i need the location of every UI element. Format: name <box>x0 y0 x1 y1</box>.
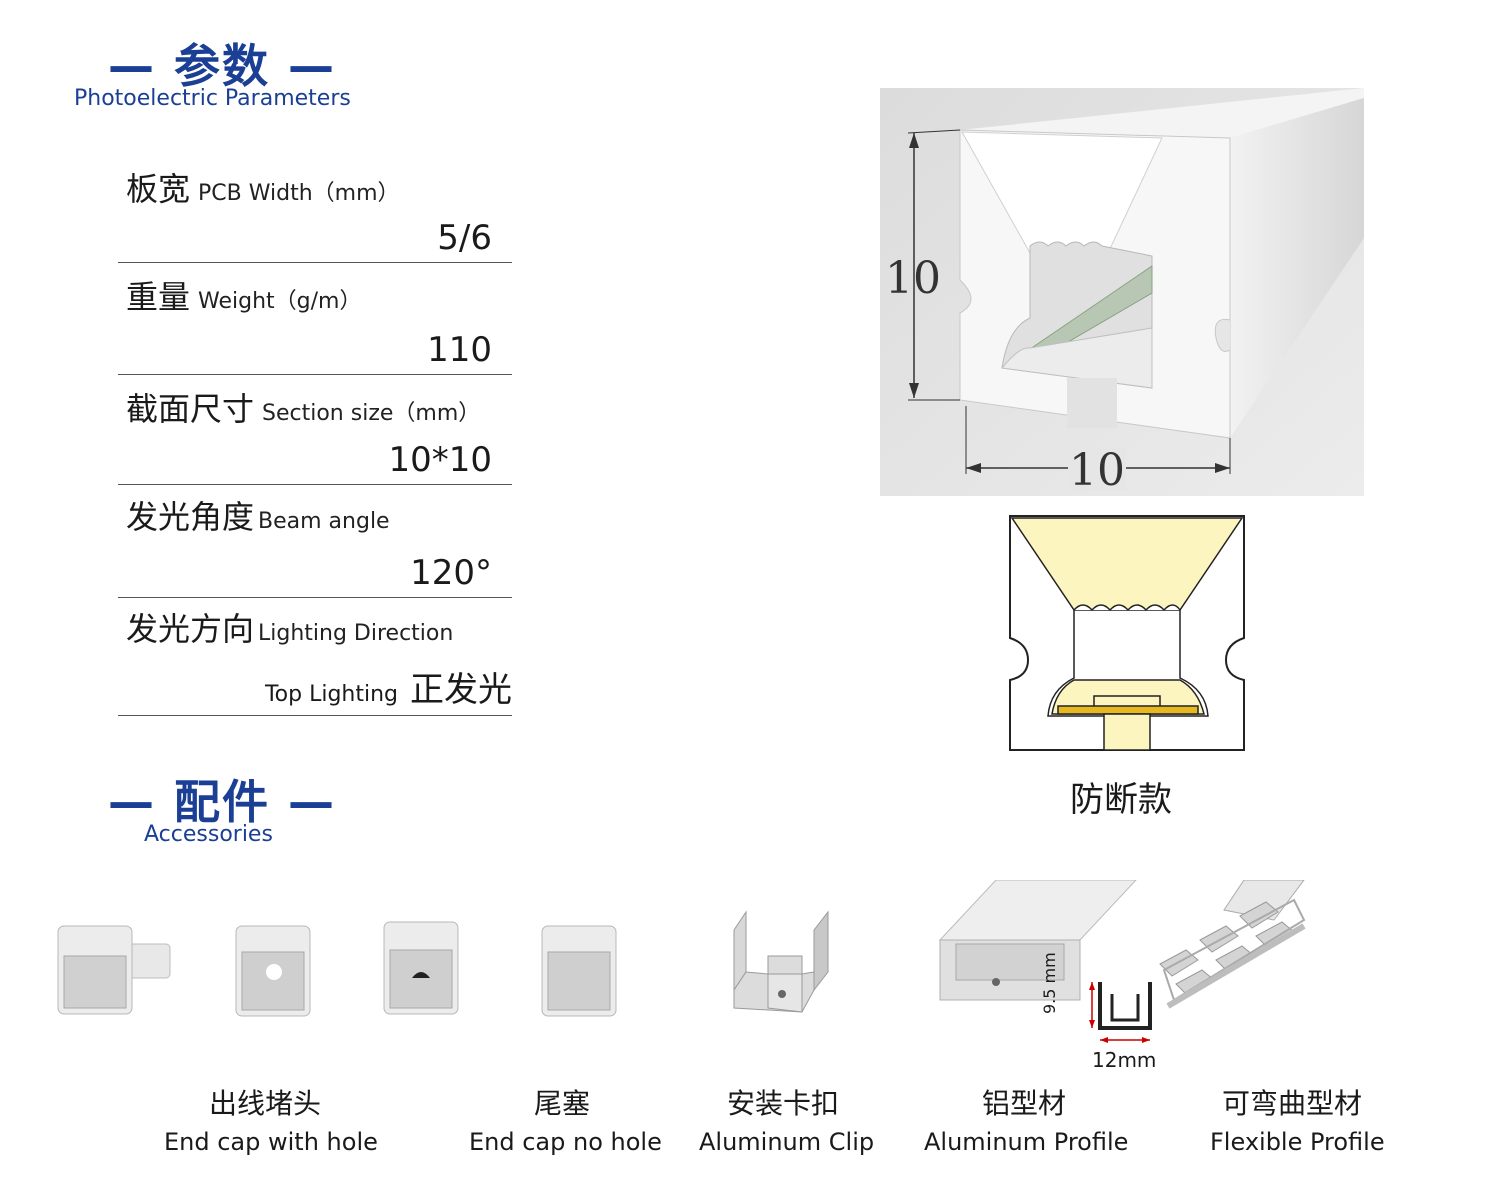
params-title: — 参数 — <box>108 39 337 93</box>
param-label-en: Weight（g/m） <box>198 289 362 314</box>
param-label-cn: 重量 <box>126 278 191 316</box>
param-value: 5/6 <box>437 218 492 258</box>
param-label-en: PCB Width（mm） <box>198 181 400 206</box>
neon-profile-image: 10 10 <box>880 88 1364 496</box>
params-subtitle: Photoelectric Parameters <box>74 86 351 111</box>
param-label-cn: 发光角度 <box>126 498 255 536</box>
param-label-en: Lighting Direction <box>258 621 454 646</box>
end-cap-round-hole-image <box>235 925 311 1017</box>
param-label-cn: 发光方向 <box>126 610 255 648</box>
cross-section-diagram <box>1009 515 1245 751</box>
aluminum-clip-image <box>733 910 829 1013</box>
param-value-cn: 正发光 <box>410 670 512 710</box>
cross-section-caption: 防断款 <box>1070 780 1172 820</box>
param-value: Top Lighting 正发光 <box>265 662 512 711</box>
accessory-label-cn: 可弯曲型材 <box>1222 1087 1363 1120</box>
flexible-profile-image <box>1159 880 1306 1009</box>
param-label-en: Section size（mm） <box>262 401 481 426</box>
led-strip <box>1057 705 1199 715</box>
param-label-cn: 截面尺寸 <box>126 390 255 428</box>
profile-dimension-callout <box>1084 976 1166 1043</box>
param-row-section-size: 截面尺寸 Section size（mm） 10*10 <box>118 384 512 485</box>
profile-height-label: 9.5 mm <box>1040 952 1059 1014</box>
accessories-title: — 配件 — <box>108 775 337 829</box>
profile-width-label: 12mm <box>1092 1048 1157 1072</box>
aluminum-profile-image <box>938 880 1137 1001</box>
accessory-label-en: Aluminum Profile <box>924 1128 1129 1156</box>
accessory-label-en: End cap no hole <box>469 1128 662 1156</box>
accessory-label-cn: 尾塞 <box>534 1087 591 1120</box>
end-cap-no-hole-image <box>541 925 617 1017</box>
accessories-subtitle: Accessories <box>144 822 273 847</box>
accessory-label-cn: 铝型材 <box>982 1087 1067 1120</box>
end-cap-slot-image <box>383 921 459 1015</box>
param-label-cn: 板宽 <box>126 170 191 208</box>
accessory-label-cn: 出线堵头 <box>209 1087 322 1120</box>
accessory-label-en: End cap with hole <box>164 1128 378 1156</box>
param-value: 10*10 <box>388 440 492 480</box>
height-label: 10 <box>885 253 941 304</box>
accessory-label-cn: 安装卡扣 <box>727 1087 840 1120</box>
end-cap-with-hole-image <box>57 925 171 1015</box>
param-value-en: Top Lighting <box>264 682 398 707</box>
accessory-label-en: Flexible Profile <box>1210 1128 1385 1156</box>
param-row-weight: 重量 Weight（g/m） 110 <box>118 270 512 375</box>
param-row-pcb-width: 板宽 PCB Width（mm） 5/6 <box>118 160 512 263</box>
param-value: 110 <box>427 330 492 370</box>
param-value: 120° <box>410 553 492 593</box>
accessory-label-en: Aluminum Clip <box>699 1128 875 1156</box>
param-label-en: Beam angle <box>258 509 390 534</box>
width-label: 10 <box>1069 445 1125 496</box>
